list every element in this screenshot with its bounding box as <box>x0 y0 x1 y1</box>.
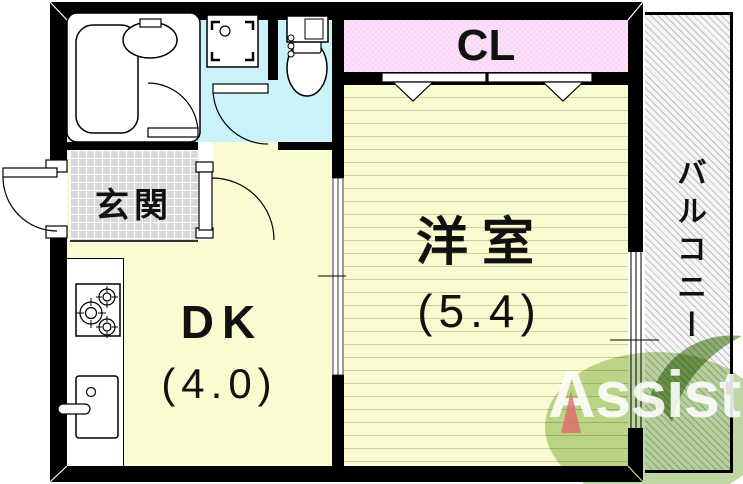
wall-hall-dk <box>278 142 344 150</box>
wall-top <box>50 2 643 20</box>
burner-ticks <box>96 316 118 338</box>
toilet-door-leaf <box>212 83 269 94</box>
western-room-size: (5.4) <box>417 285 542 337</box>
burner <box>84 306 98 320</box>
closet-label: CL <box>456 21 516 70</box>
partition-lower <box>332 375 344 466</box>
wall-corner-miters <box>49 1 644 483</box>
toilet-button <box>287 42 295 50</box>
dk-label: DK <box>180 296 264 348</box>
sink-faucet <box>57 403 91 415</box>
bathtub <box>75 24 139 134</box>
wall-left-upper <box>50 2 67 160</box>
wall-left-lower <box>50 238 67 482</box>
burner <box>102 292 112 302</box>
western-room-label: 洋室 <box>415 214 548 272</box>
burner <box>102 322 112 332</box>
closet-door-panel <box>381 72 487 83</box>
pan-corner-marks <box>210 20 255 62</box>
basin-faucet <box>139 18 162 28</box>
bathroom-door-leaf <box>147 127 199 138</box>
wall-right-upper <box>628 2 643 252</box>
closet-door-panel <box>487 72 593 83</box>
entrance-tile <box>70 150 198 242</box>
toilet-tank-lid <box>304 18 324 40</box>
closet-area <box>344 20 628 72</box>
toilet-door-arc <box>212 88 269 145</box>
watermark-ellipse <box>545 352 743 484</box>
dk-size: (4.0) <box>161 360 278 407</box>
partition-upper <box>332 2 344 178</box>
bathroom-door-arc <box>147 82 199 134</box>
burner-ticks <box>96 286 118 308</box>
genkan-door-leaf <box>198 171 213 231</box>
closet-door-swing-marker <box>391 81 435 102</box>
toilet-button <box>287 50 295 58</box>
entrance-door-arc <box>2 176 58 232</box>
wall-bottom <box>50 466 643 482</box>
closet-door-swing-marker <box>541 81 585 102</box>
entrance-door-leaf <box>2 167 58 178</box>
wall-washroom-genkan <box>50 142 198 150</box>
watermark-brand-text: Assist <box>548 357 741 431</box>
sink-drain <box>85 386 97 398</box>
pan-drain <box>219 25 231 37</box>
entrance-jamb <box>45 225 68 239</box>
entrance-label: 玄関 <box>95 187 173 225</box>
balcony-label: バルコニー <box>672 157 705 347</box>
washing-machine-pan <box>206 14 259 68</box>
wall-wc-divider <box>268 2 278 80</box>
genkan-door-arc <box>211 177 275 241</box>
toilet-button <box>287 34 295 42</box>
burner-ticks <box>76 298 106 328</box>
